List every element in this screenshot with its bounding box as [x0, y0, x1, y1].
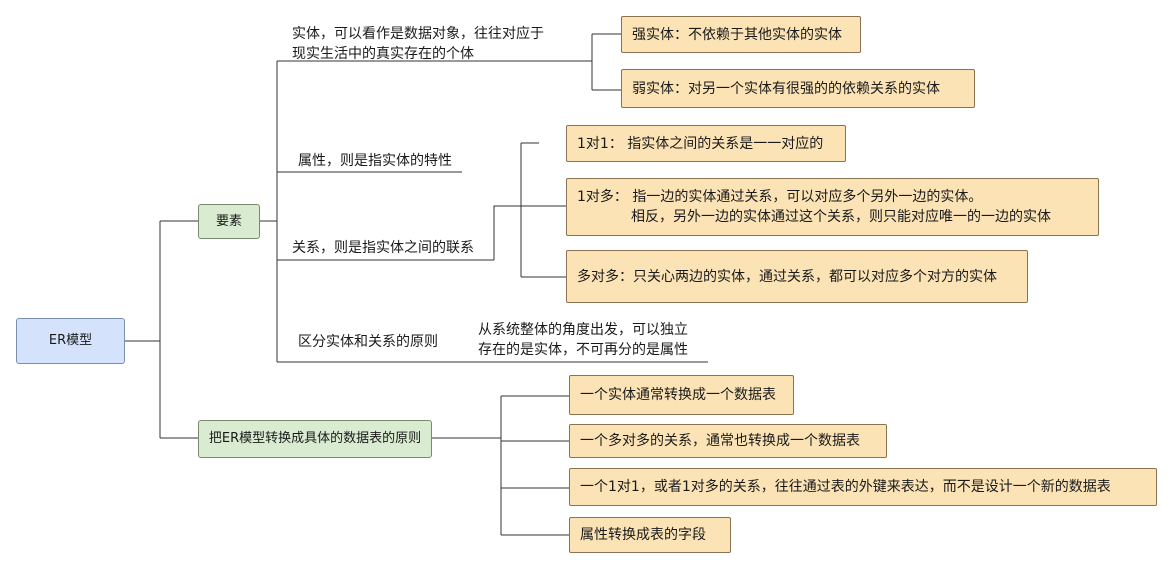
one-to-one-label: 1对1： 指实体之间的关系是一一对应的: [577, 135, 824, 152]
rule-label-1: 一个实体通常转换成一个数据表: [580, 387, 776, 403]
relation-text: 关系，则是指实体之间的联系: [292, 240, 474, 256]
convert-principles-label: 把ER模型转换成具体的数据表的原则: [208, 431, 422, 446]
elements-node[interactable]: 要素: [198, 204, 260, 239]
rule-node-2[interactable]: 一个多对多的关系，通常也转换成一个数据表: [569, 424, 887, 458]
many-to-many-label: 多对多：只关心两边的实体，通过关系，都可以对应多个对方的实体: [577, 268, 997, 285]
strong-entity-label: 强实体：不依赖于其他实体的实体: [632, 26, 842, 43]
principle-text-line-1: 从系统整体的角度出发，可以独立: [478, 322, 688, 338]
many-to-many-node[interactable]: 多对多：只关心两边的实体，通过关系，都可以对应多个对方的实体: [566, 250, 1028, 303]
rule-label-3: 一个1对1，或者1对多的关系，往往通过表的外键来表达，而不是设计一个新的数据表: [580, 479, 1111, 495]
strong-entity-node[interactable]: 强实体：不依赖于其他实体的实体: [621, 16, 861, 53]
rule-label-4: 属性转换成表的字段: [580, 527, 706, 543]
principle-text: 从系统整体的角度出发，可以独立 存在的是实体，不可再分的是属性: [478, 320, 688, 360]
one-to-many-line-1: 1对多： 指一边的实体通过关系，可以对应多个另外一边的实体。: [577, 189, 983, 205]
elements-label: 要素: [215, 213, 242, 229]
root-node[interactable]: ER模型: [16, 318, 125, 364]
rule-node-3[interactable]: 一个1对1，或者1对多的关系，往往通过表的外键来表达，而不是设计一个新的数据表: [569, 468, 1157, 506]
entity-text-line-2: 现实生活中的真实存在的个体: [292, 46, 474, 62]
attribute-text: 属性，则是指实体的特性: [298, 153, 452, 169]
one-to-one-node[interactable]: 1对1： 指实体之间的关系是一一对应的: [566, 125, 846, 162]
rule-node-1[interactable]: 一个实体通常转换成一个数据表: [569, 375, 794, 415]
rule-label-2: 一个多对多的关系，通常也转换成一个数据表: [580, 433, 860, 449]
one-to-many-node[interactable]: 1对多： 指一边的实体通过关系，可以对应多个另外一边的实体。 相反，另外一边的实…: [566, 178, 1099, 236]
principle-label: 区分实体和关系的原则: [298, 334, 438, 350]
entity-text-line-1: 实体，可以看作是数据对象，往往对应于: [292, 26, 544, 42]
rule-node-4[interactable]: 属性转换成表的字段: [569, 517, 731, 553]
convert-principles-node[interactable]: 把ER模型转换成具体的数据表的原则: [198, 420, 432, 458]
principle-text-line-2: 存在的是实体，不可再分的是属性: [478, 342, 688, 358]
one-to-many-line-2: 相反，另外一边的实体通过这个关系，则只能对应唯一的一边的实体: [631, 209, 1051, 225]
root-label: ER模型: [48, 333, 93, 348]
entity-text: 实体，可以看作是数据对象，往往对应于 现实生活中的真实存在的个体: [292, 24, 544, 64]
weak-entity-label: 弱实体：对另一个实体有很强的的依赖关系的实体: [632, 80, 940, 97]
weak-entity-node[interactable]: 弱实体：对另一个实体有很强的的依赖关系的实体: [621, 69, 975, 108]
